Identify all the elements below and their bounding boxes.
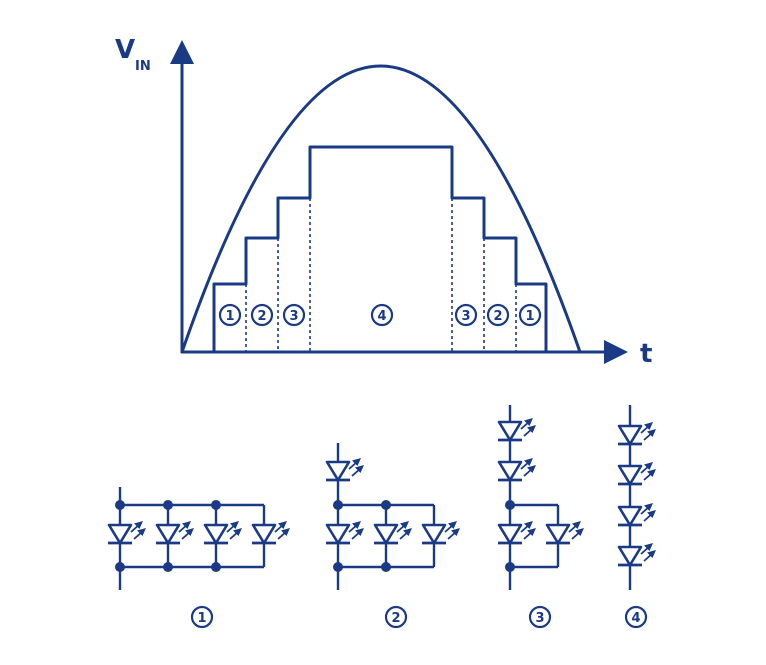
stage-label-3: 3: [528, 605, 552, 629]
y-axis-arrowhead: [170, 40, 194, 64]
y-axis-label: V: [115, 35, 135, 65]
stage-label-1: 1: [190, 605, 214, 629]
stage-4-circuit: 4: [616, 405, 658, 629]
led-icon: [496, 519, 538, 545]
stage-label-4: 4: [624, 605, 648, 629]
input-voltage-curve: [180, 64, 582, 354]
led-icon: [496, 456, 538, 482]
phase-marker-2: 2: [250, 303, 274, 327]
phase-marker-2-falling: 2: [486, 303, 510, 327]
led-icon: [544, 519, 586, 545]
led-icon: [616, 460, 658, 486]
phase-dividers: [245, 198, 517, 352]
led-icon: [324, 456, 366, 482]
phase-marker-3-falling: 3: [454, 303, 478, 327]
led-icon: [250, 519, 292, 545]
voltage-waveform-chart: V IN t 1 2 3: [115, 35, 652, 369]
svg-text:2: 2: [493, 309, 502, 324]
phase-marker-1-falling: 1: [518, 303, 542, 327]
x-axis-arrowhead: [604, 340, 628, 364]
led-icon: [324, 519, 366, 545]
phase-marker-3: 3: [282, 303, 306, 327]
svg-text:2: 2: [391, 611, 400, 626]
stage-label-2: 2: [384, 605, 408, 629]
phase-markers: 1 2 3 4 3 2 1: [218, 303, 542, 327]
svg-text:4: 4: [377, 309, 386, 324]
x-axis-label: t: [640, 339, 652, 369]
svg-text:3: 3: [535, 611, 544, 626]
phase-marker-1: 1: [218, 303, 242, 327]
y-axis-label-subscript: IN: [135, 59, 151, 74]
led-icon: [496, 416, 538, 442]
stage-1-circuit: 1: [106, 487, 292, 629]
led-icon: [106, 519, 148, 545]
led-icon: [372, 519, 414, 545]
stage-2-circuit: 2: [324, 443, 462, 629]
svg-text:1: 1: [225, 309, 234, 324]
phase-marker-4: 4: [370, 303, 394, 327]
svg-text:3: 3: [289, 309, 298, 324]
stage-3-circuit: 3: [496, 405, 586, 629]
svg-text:1: 1: [197, 611, 206, 626]
led-icon: [420, 519, 462, 545]
svg-text:1: 1: [525, 309, 534, 324]
led-icon: [154, 519, 196, 545]
svg-text:3: 3: [461, 309, 470, 324]
svg-text:2: 2: [257, 309, 266, 324]
led-icon: [202, 519, 244, 545]
led-current-step-profile: [212, 145, 548, 354]
led-icon: [616, 541, 658, 567]
led-icon: [616, 501, 658, 527]
svg-text:4: 4: [631, 611, 640, 626]
led-icon: [616, 420, 658, 446]
